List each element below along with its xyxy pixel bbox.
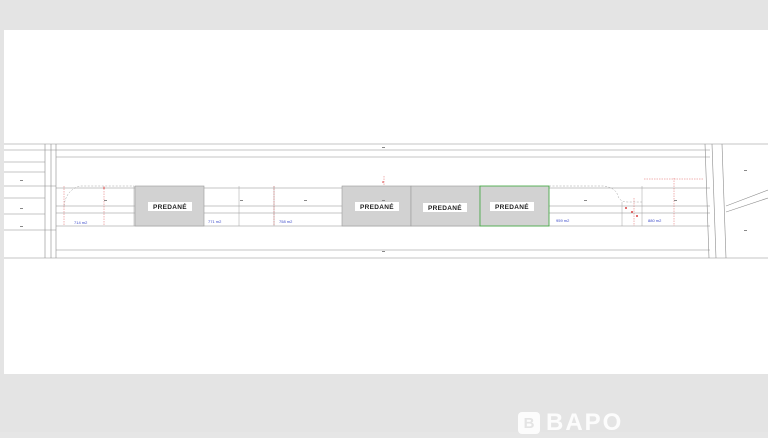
sold-label-1: PREDANÉ [153,202,187,211]
label-bg-2 [355,202,399,211]
area-label-4: 959 m2 [556,218,570,223]
right-curve [549,185,642,203]
red-markers [103,181,638,217]
sold-label-2: PREDANÉ [360,202,394,211]
left-curve [63,185,134,207]
label-bg-3 [423,203,467,212]
watermark-text: BAPO [546,409,624,436]
marker-ticks [20,147,747,252]
sold-lots: PREDANÉ PREDANÉ PREDANÉ PREDANÉ [134,185,550,227]
area-label-5: 880 m2 [648,218,662,223]
plan-sheet: PREDANÉ PREDANÉ PREDANÉ PREDANÉ 714 m2 7… [4,30,768,374]
label-bg-1 [148,202,192,211]
area-label-1: 714 m2 [74,220,88,225]
area-labels: 714 m2 771 m2 758 m2 959 m2 880 m2 [74,218,662,225]
left-road [4,144,57,258]
area-label-3: 758 m2 [279,219,293,224]
watermark-logo: B BAPO [518,408,718,438]
site-plan-drawing: PREDANÉ PREDANÉ PREDANÉ PREDANÉ 714 m2 7… [4,143,768,259]
logo-b-icon: B [518,412,540,434]
label-bg-4 [490,202,534,211]
sold-label-4: PREDANÉ [495,202,529,211]
right-road [704,143,768,259]
dimension-lines [63,176,704,226]
sold-label-3: PREDANÉ [428,203,462,212]
area-label-2: 771 m2 [208,219,222,224]
